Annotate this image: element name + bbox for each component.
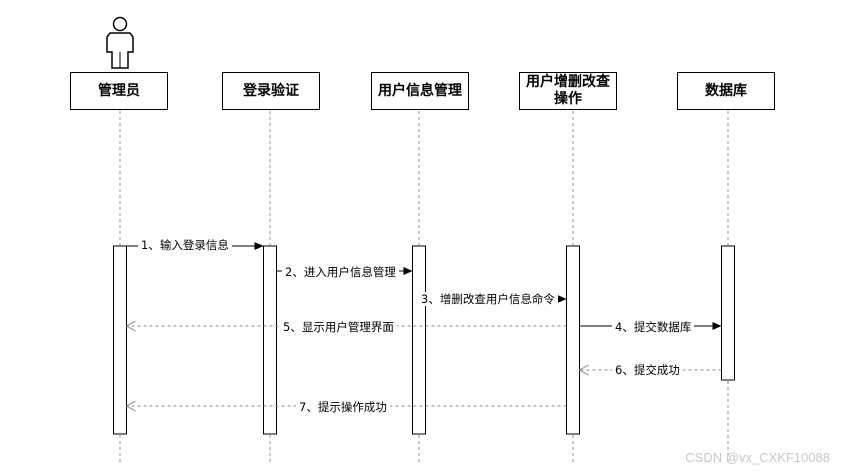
participant-label-user-info-mgmt: 用户信息管理: [378, 82, 462, 99]
participant-user-info-mgmt: 用户信息管理: [371, 72, 469, 110]
message-label-1: 1、输入登录信息: [138, 238, 232, 252]
message-label-2: 2、进入用户信息管理: [282, 265, 399, 279]
message-label-3: 3、增删改查用户信息命令: [418, 292, 558, 306]
message-arrowhead-6: [578, 364, 589, 376]
message-label-4: 4、提交数据库: [612, 320, 695, 334]
participant-admin: 管理员: [70, 72, 168, 110]
participant-database: 数据库: [677, 72, 775, 110]
activation-bar-database: [721, 245, 735, 381]
participant-label-database: 数据库: [705, 82, 747, 99]
watermark: CSDN @vx_CXKF10088: [685, 450, 830, 465]
message-arrowhead-3: [557, 295, 567, 303]
activation-bar-admin: [113, 245, 127, 435]
actor-body-icon: [106, 32, 134, 69]
message-arrowhead-4: [712, 322, 722, 330]
message-arrowhead-7: [125, 400, 136, 412]
actor-head-icon: [112, 16, 128, 32]
message-arrowhead-5: [125, 320, 136, 332]
message-arrowhead-1: [254, 242, 264, 250]
message-label-7: 7、提示操作成功: [296, 400, 390, 414]
message-label-6: 6、提交成功: [612, 363, 683, 377]
participant-label-auth: 登录验证: [243, 82, 299, 99]
participant-label-crud-ops: 用户增删改查操作: [526, 74, 610, 107]
message-label-5: 5、显示用户管理界面: [280, 320, 397, 334]
activation-bar-crud_ops: [566, 245, 580, 435]
participant-auth: 登录验证: [222, 72, 320, 110]
participant-crud-ops: 用户增删改查操作: [519, 72, 617, 110]
message-arrowhead-2: [403, 267, 413, 275]
participant-label-admin: 管理员: [98, 82, 140, 99]
activation-bar-auth: [263, 245, 277, 435]
